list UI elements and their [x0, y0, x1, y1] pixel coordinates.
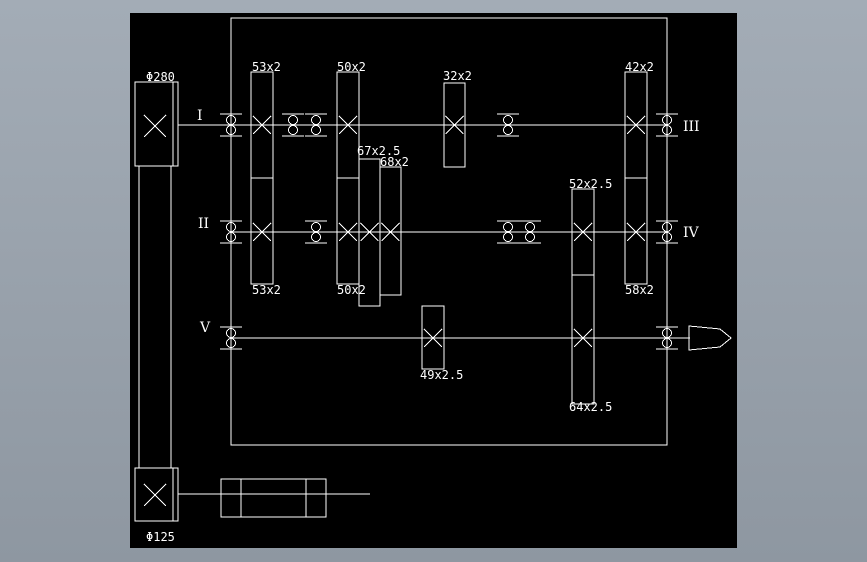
gear-label-68x2: 68x2 [380, 155, 409, 169]
drawing-canvas: Φ280 Φ125 I II V III IV 53x2 53x2 50x2 5… [130, 13, 737, 548]
bearing [519, 220, 541, 244]
gear-label-32x2: 32x2 [443, 69, 472, 83]
gear-label-58x2: 58x2 [625, 283, 654, 297]
gear-label-67x2.5: 67x2.5 [357, 144, 400, 158]
gear-label-53x2-bottom: 53x2 [252, 283, 281, 297]
bearing [656, 113, 678, 137]
gear-32x2 [443, 82, 466, 168]
bearing [305, 113, 327, 137]
shaft-label-I: I [197, 108, 203, 124]
gear-label-53x2-top: 53x2 [252, 60, 281, 74]
gear-label-64x2.5: 64x2.5 [569, 400, 612, 414]
gears [250, 71, 648, 405]
gear-label-52x2.5: 52x2.5 [569, 177, 612, 191]
gear-52x2.5 [571, 188, 595, 405]
bearing [656, 326, 678, 350]
bearing [305, 220, 327, 244]
gear-42x2 [624, 71, 648, 285]
gear-label-50x2-top: 50x2 [337, 60, 366, 74]
bearing [220, 326, 242, 350]
shaft-label-III: III [683, 119, 700, 135]
bearing [282, 113, 304, 137]
shaft-label-II: II [198, 216, 209, 232]
gear-label-50x2-bottom: 50x2 [337, 283, 366, 297]
bearings [220, 113, 678, 350]
gear-49x2.5 [421, 305, 445, 370]
pulley-top [134, 81, 179, 167]
bearing [497, 220, 519, 244]
bearing [220, 220, 242, 244]
bearing [497, 113, 519, 137]
bearing [220, 113, 242, 137]
bearing [656, 220, 678, 244]
pulley-bottom-label: Φ125 [146, 530, 175, 544]
output-spindle [688, 325, 732, 351]
gear-53x2 [250, 71, 274, 285]
gearbox-transmission-diagram: Φ280 Φ125 I II V III IV 53x2 53x2 50x2 5… [134, 17, 732, 544]
gear-label-42x2: 42x2 [625, 60, 654, 74]
gear-68x2 [379, 166, 402, 296]
pulley-bottom [134, 467, 179, 522]
gear-50x2 [336, 71, 360, 285]
shaft-label-IV: IV [683, 225, 700, 241]
shaft-label-V: V [199, 320, 211, 336]
pulley-top-label: Φ280 [146, 70, 175, 84]
gear-label-49x2.5: 49x2.5 [420, 368, 463, 382]
motor [220, 478, 327, 518]
